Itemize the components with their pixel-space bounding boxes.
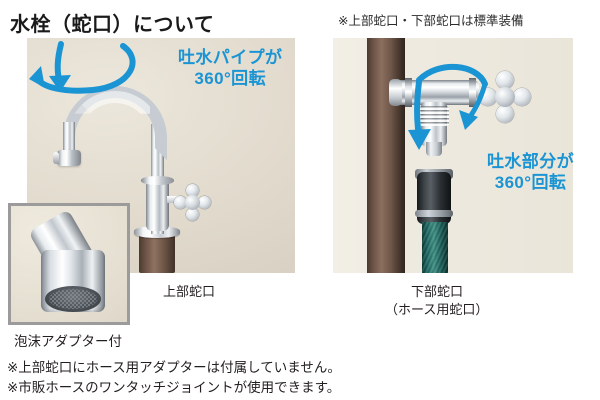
rotation-label-left-line2: 360°回転 — [194, 68, 266, 88]
foam-adapter-inset-photo — [8, 203, 130, 325]
hose-faucet-outlet-nose — [426, 142, 442, 156]
faucet-valve-ring — [141, 176, 174, 185]
faucet-valve-body — [146, 179, 169, 231]
cross-handle-left — [174, 184, 211, 221]
handle-lobe-north — [496, 71, 514, 89]
handle-lobe-west — [174, 196, 187, 209]
upper-faucet-caption: 上部蛇口 — [163, 284, 216, 299]
handle-lobe-south — [496, 105, 514, 123]
post-brown-right — [367, 38, 405, 273]
upper-faucet-photo — [27, 38, 295, 273]
rotation-arrow-left-icon — [29, 41, 136, 94]
footer-note-2: ※市販ホースのワンタッチジョイントが使用できます。 — [7, 380, 341, 395]
handle-lobe-east — [513, 88, 531, 106]
footer-note-1: ※上部蛇口にホース用アダプターは付属していません。 — [7, 360, 341, 375]
handle-lobe-east — [198, 196, 211, 209]
gooseneck-spout-downpipe — [63, 122, 75, 154]
page-title: 水栓（蛇口）について — [10, 14, 215, 36]
handle-lobe-south — [186, 208, 199, 221]
hose-faucet-band-2 — [469, 78, 476, 107]
lower-faucet-photo — [333, 38, 573, 273]
handle-lobe-north — [186, 184, 199, 197]
aerator-mesh-screen — [49, 289, 97, 309]
rotation-arrow-right-icon — [408, 64, 488, 150]
top-right-note: ※上部蛇口・下部蛇口は標準装備 — [338, 14, 524, 28]
hose-faucet-band-1 — [405, 78, 412, 107]
rotation-label-left: 吐水パイプが 360°回転 — [178, 48, 282, 89]
lower-faucet-caption-line2: （ホース用蛇口） — [385, 302, 489, 317]
rotation-label-right-line2: 360°回転 — [494, 172, 567, 192]
handle-hub — [495, 87, 515, 107]
inset-caption: 泡沫アダプター付 — [14, 334, 122, 349]
hose-faucet-outlet-threads — [419, 106, 449, 126]
garden-hose — [422, 222, 448, 273]
lower-faucet-caption-line1: 下部蛇口 — [411, 284, 464, 299]
spout-aerator-tip — [53, 150, 81, 166]
rotation-label-right: 吐水部分が 360°回転 — [487, 152, 574, 193]
handle-hub — [185, 195, 200, 210]
cross-handle-right — [479, 71, 531, 123]
hose-joint-ring — [415, 210, 453, 217]
rotation-label-right-line1: 吐水部分が — [487, 152, 574, 171]
hose-faucet-cap — [389, 79, 402, 106]
rotation-label-left-line1: 吐水パイプが — [178, 48, 283, 67]
post-brown-left — [139, 234, 175, 273]
